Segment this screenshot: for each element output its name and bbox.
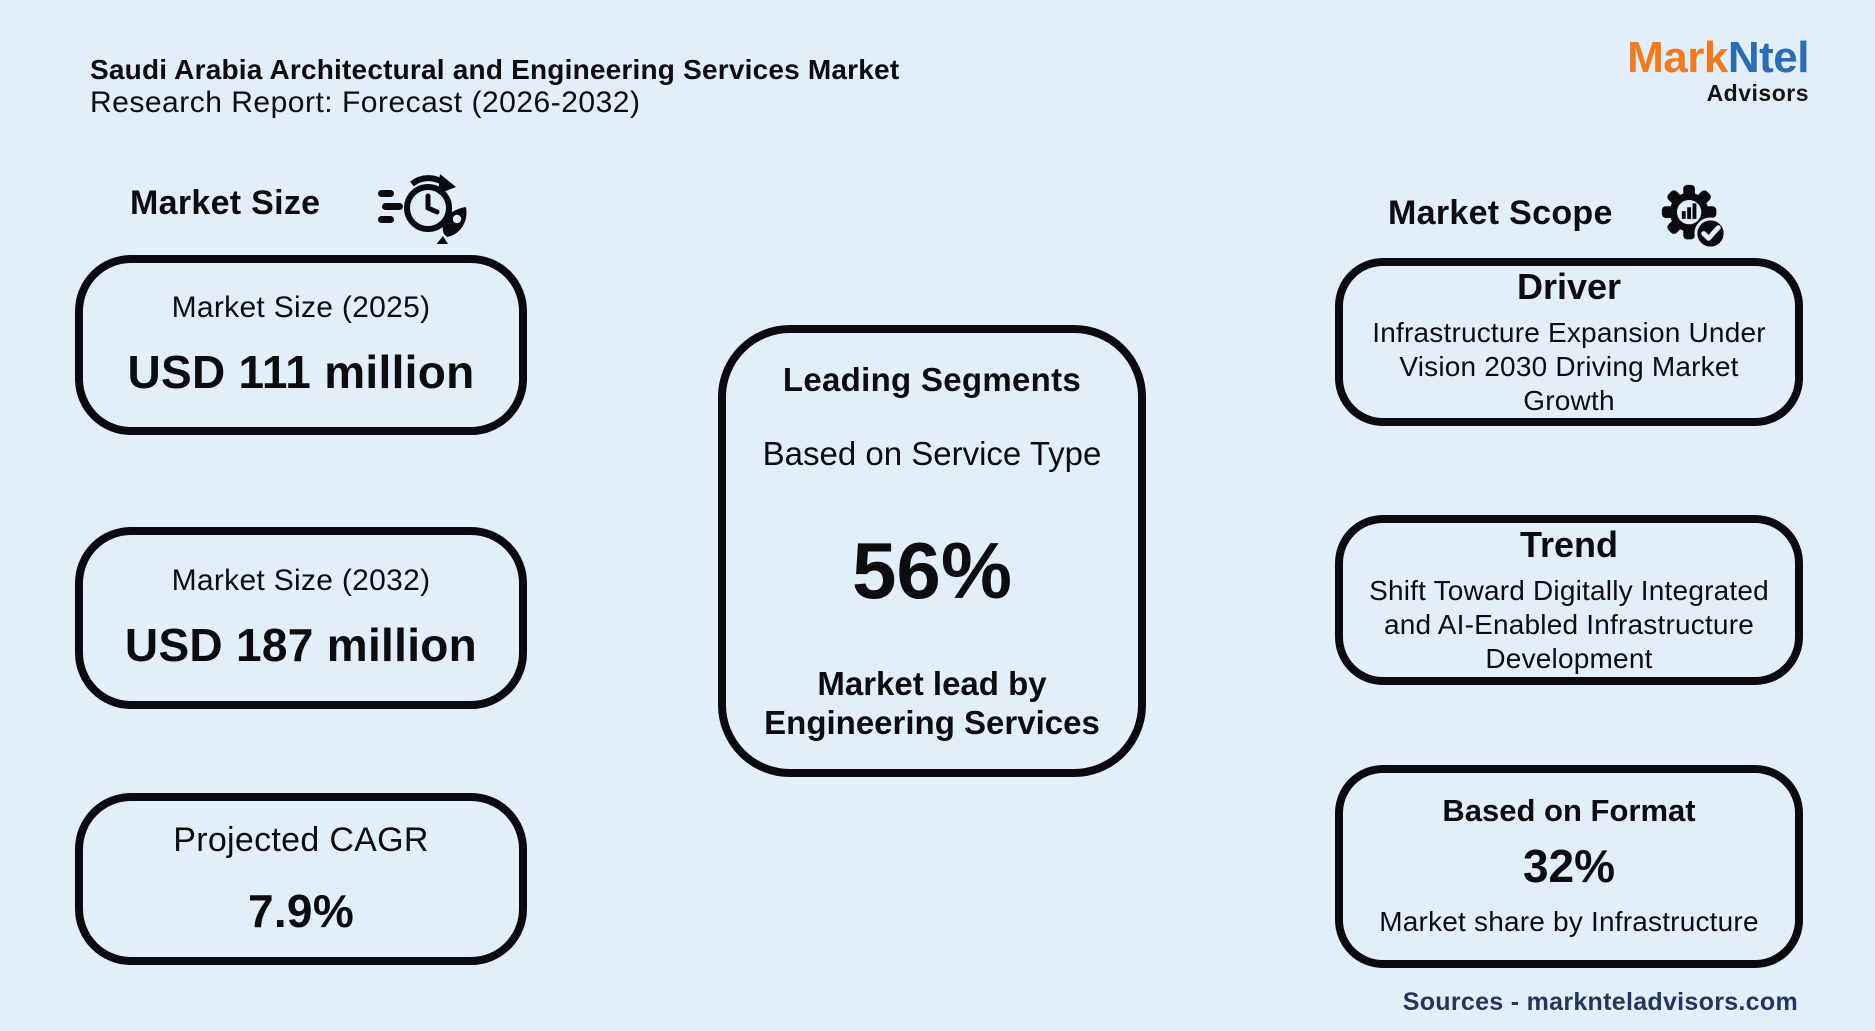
stat-value: USD 111 million — [127, 346, 475, 398]
body-line: Market share by Infrastructure — [1379, 906, 1759, 938]
leading-segments-value: 56% — [851, 526, 1013, 615]
market-size-2032-box: Market Size (2032) USD 187 million — [75, 527, 527, 709]
note-line: Engineering Services — [764, 703, 1100, 741]
projected-cagr-box: Projected CAGR 7.9% — [75, 793, 527, 965]
logo-part-ntel: Ntel — [1727, 33, 1810, 82]
leading-segments-box: Leading Segments Based on Service Type 5… — [718, 325, 1146, 777]
stat-label: Market Size (2032) — [171, 564, 431, 597]
market-scope-heading: Market Scope — [1388, 194, 1613, 232]
format-value: 32% — [1522, 840, 1616, 893]
driver-box: Driver Infrastructure Expansion Under Vi… — [1335, 258, 1803, 426]
logo-part-mark: Mark — [1627, 33, 1728, 82]
trend-body: Shift Toward Digitally Integrated and AI… — [1369, 574, 1769, 676]
format-body: Market share by Infrastructure — [1379, 905, 1758, 939]
market-size-heading: Market Size — [130, 184, 321, 222]
body-line: and AI-Enabled Infrastructure — [1383, 608, 1754, 640]
stat-value: USD 187 million — [124, 619, 478, 671]
logo-wordmark: MarkNtel — [1627, 36, 1809, 80]
sources-text: Sources - marknteladvisors.com — [1402, 988, 1798, 1016]
page-title: Saudi Arabia Architectural and Engineeri… — [90, 54, 900, 85]
body-line: Infrastructure Expansion Under — [1372, 316, 1766, 348]
leading-segments-title: Leading Segments — [782, 361, 1082, 398]
clock-rocket-icon — [376, 170, 476, 244]
trend-title: Trend — [1519, 523, 1618, 565]
stat-label: Market Size (2025) — [171, 291, 431, 324]
stat-label: Projected CAGR — [173, 820, 429, 859]
driver-title: Driver — [1516, 265, 1622, 307]
format-title: Based on Format — [1442, 793, 1696, 829]
body-line: Development — [1485, 643, 1653, 675]
logo-advisors-label: Advisors — [1706, 80, 1809, 106]
driver-body: Infrastructure Expansion Under Vision 20… — [1357, 316, 1781, 418]
stat-value: 7.9% — [247, 884, 355, 937]
body-line: Vision 2030 Driving Market Growth — [1399, 350, 1739, 417]
gear-chart-check-icon — [1658, 182, 1728, 250]
trend-box: Trend Shift Toward Digitally Integrated … — [1335, 515, 1803, 685]
market-size-2025-box: Market Size (2025) USD 111 million — [75, 255, 527, 435]
body-line: Shift Toward Digitally Integrated — [1369, 574, 1769, 606]
note-line: Market lead by — [817, 665, 1047, 702]
markntel-logo: MarkNtel Advisors — [1627, 36, 1809, 105]
page-subtitle: Research Report: Forecast (2026-2032) — [90, 86, 641, 119]
leading-segments-subtitle: Based on Service Type — [762, 435, 1102, 472]
leading-segments-note: Market lead by Engineering Services — [764, 665, 1100, 743]
based-on-format-box: Based on Format 32% Market share by Infr… — [1335, 765, 1803, 968]
